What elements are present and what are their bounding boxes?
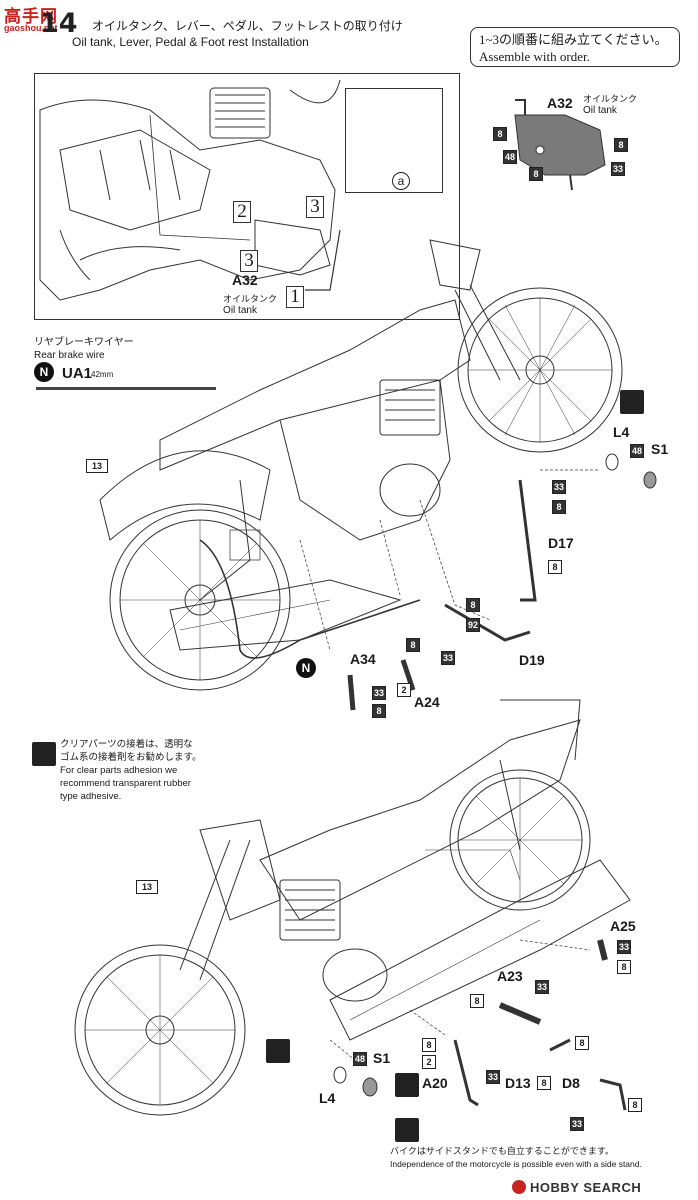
watermark-domain: gaoshou.net [4,23,58,33]
clear-note-en-1: For clear parts adhesion we [60,765,178,776]
ref-8: 8 [470,994,484,1008]
heading-jp: オイルタンク、レバー、ペダル、フットレストの取り付け [92,19,403,33]
side-view-icon [620,390,644,414]
side-view-icon [266,1039,290,1063]
upper-motorcycle-drawing [99,239,657,711]
side-stand-note: バイクはサイドスタンドでも自立することができます。 Independence o… [390,1146,698,1170]
ref-48: 48 [630,444,644,458]
oil-tank-part-a32: A32 [547,95,573,111]
part-a25: A25 [610,918,636,934]
part-s1: S1 [373,1050,391,1066]
ref-33: 33 [486,1070,500,1084]
ref-48: 48 [503,150,517,164]
watermark-logo: 高手网 gaoshou.net [0,0,70,40]
frame-ref-13: 13 [86,459,108,473]
lower-motorcycle-drawing [74,699,631,1116]
inset-step-3b: 3 [240,250,258,272]
part-a24: A24 [414,694,440,710]
stand-note-jp: バイクはサイドスタンドでも自立することができます。 [390,1147,614,1157]
part-d19: D19 [519,652,545,668]
ref-33: 33 [535,980,549,994]
order-note-en: Assemble with order. [479,49,590,64]
rear-brake-wire-bar [36,387,216,390]
part-d13: D13 [505,1075,531,1091]
inset-panel [34,73,460,320]
hobby-search-text: HOBBY SEARCH [530,1180,642,1195]
part-n-badge: N [34,362,54,382]
inset-step-3a: 3 [306,196,324,218]
part-s1: S1 [651,441,669,457]
oil-tank-part-en: Oil tank [583,105,617,116]
part-a20: A20 [422,1075,448,1091]
oil-tank-part-jp: オイルタンク [583,95,638,105]
step-number: 14 [40,8,78,39]
ref-8: 8 [406,638,420,652]
ref-33: 33 [552,480,566,494]
hobby-search-watermark: HOBBY SEARCH [512,1179,692,1196]
rear-brake-en: Rear brake wire [34,350,105,361]
watermark-cn: 高手网 [4,7,58,27]
ref-8: 8 [372,704,386,718]
inset-part-en: Oil tank [223,305,257,316]
frame-ref-13: 13 [136,880,158,894]
rear-brake-length: 42mm [91,370,114,379]
inset-step-2: 2 [233,201,251,223]
ref-33: 33 [441,651,455,665]
adhesive-icon [32,742,56,766]
ref-2: 2 [422,1055,436,1069]
part-l4: L4 [613,424,630,440]
clear-parts-note: クリアパーツの接着は、透明な ゴム系の接着剤をお勧めします。 For clear… [60,738,245,803]
clear-note-jp-1: クリアパーツの接着は、透明な [60,739,193,750]
inset-engine-drawing [39,79,341,301]
assembly-order-note: 1~3の順番に組み立てください。 Assemble with order. [470,27,680,67]
ref-33: 33 [372,686,386,700]
ref-48: 48 [353,1052,367,1066]
part-n-badge: N [296,658,316,678]
ref-8: 8 [466,598,480,612]
ref-8: 8 [614,138,628,152]
rear-brake-code: UA1 [62,365,93,382]
part-d17: D17 [548,535,574,551]
ref-92: 92 [466,618,480,632]
ref-33: 33 [570,1117,584,1131]
inset-part-jp: オイルタンク [222,295,277,305]
part-a34: A34 [350,651,376,667]
ref-8: 8 [548,560,562,574]
ref-8: 8 [628,1098,642,1112]
stand-note-en: Independence of the motorcycle is possib… [390,1159,642,1169]
side-stand-icon [395,1118,419,1142]
part-a23: A23 [497,968,523,984]
oil-tank-part-drawing [514,99,606,191]
ref-8: 8 [537,1076,551,1090]
callout-a: a [392,172,410,190]
ref-33: 33 [617,940,631,954]
clear-note-en-3: type adhesive. [60,791,122,802]
clear-note-en-2: recommend transparent rubber [60,778,191,789]
ref-8: 8 [422,1038,436,1052]
hobby-search-logo-icon [512,1180,526,1194]
ref-33: 33 [611,162,625,176]
rear-brake-jp: リヤブレーキワイヤー [34,337,134,348]
ref-8: 8 [575,1036,589,1050]
ref-8: 8 [552,500,566,514]
rear-brake-wire-label: リヤブレーキワイヤー Rear brake wire [34,333,224,361]
inset-part-a32: A32 [232,272,258,288]
clear-note-jp-2: ゴム系の接着剤をお勧めします。 [60,752,202,763]
part-d8: D8 [562,1075,580,1091]
side-stand-icon [395,1073,419,1097]
heading-en: Oil tank, Lever, Pedal & Foot rest Insta… [72,35,309,49]
ref-8: 8 [529,167,543,181]
order-note-jp: 1~3の順番に組み立てください。 [479,32,668,47]
ref-8: 8 [493,127,507,141]
ref-8: 8 [617,960,631,974]
part-l4: L4 [319,1090,336,1106]
inset-step-1: 1 [286,286,304,308]
ref-2: 2 [397,683,411,697]
